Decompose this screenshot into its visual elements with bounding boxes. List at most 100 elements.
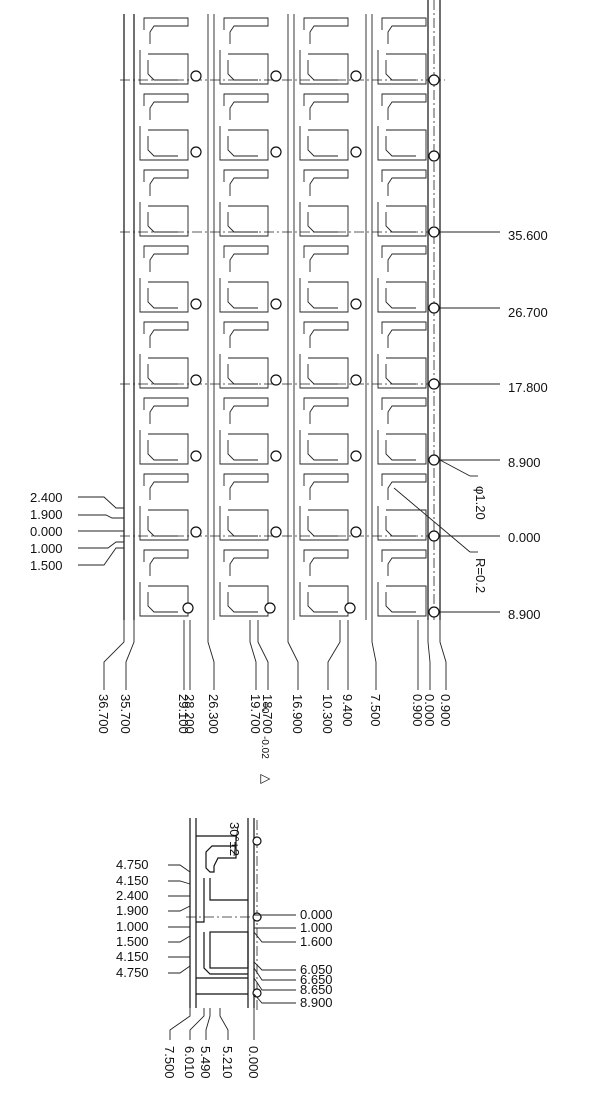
lead-hole	[270, 70, 282, 82]
detail-left-dim-5: 1.000	[116, 919, 149, 934]
lead-cell	[299, 397, 349, 465]
left-dim-5: 1.500	[30, 558, 63, 573]
detail-left-dim-6: 1.500	[116, 934, 149, 949]
pilot-hole	[428, 606, 440, 618]
detail-bottom-dim-label: 0.000	[246, 1046, 261, 1079]
right-dim-1: 35.600	[508, 228, 548, 243]
pilot-hole	[428, 454, 440, 466]
bottom-dim-label: 0.900	[438, 694, 453, 727]
left-dim-1: 2.400	[30, 490, 63, 505]
lead-cell	[139, 321, 189, 389]
bottom-dimension-leaders	[103, 620, 447, 690]
bottom-dim-label: 29.100	[176, 694, 191, 734]
left-dim-2: 1.900	[30, 507, 63, 522]
lead-cell	[219, 93, 269, 161]
lead-hole	[350, 374, 362, 386]
detail-hole-top	[252, 836, 262, 846]
detail-hole-bottom	[252, 988, 262, 998]
right-dim-2: 26.700	[508, 305, 548, 320]
detail-right-dim-6: 8.650	[300, 982, 333, 997]
lead-cell	[219, 245, 269, 313]
pilot-holes	[182, 70, 440, 618]
pilot-hole	[428, 74, 440, 86]
detail-right-dim-4: 6.050	[300, 962, 333, 977]
lead-hole	[350, 450, 362, 462]
detail-bottom-dim-label: 5.210	[220, 1046, 235, 1079]
radius-label: R=0.2	[473, 558, 488, 593]
right-dim-6: 8.900	[508, 607, 541, 622]
lead-cell	[299, 321, 349, 389]
upper-strip: 35.600 26.700 17.800 8.900 0.000 8.900 φ…	[30, 0, 548, 784]
bottom-dim-label: 0.900	[410, 694, 425, 727]
detail-right-dim-5: 6.650	[300, 972, 333, 987]
hole-diameter-label: φ1.20	[473, 486, 488, 520]
detail-left-dim-7: 4.150	[116, 949, 149, 964]
lower-detail: 30°±2 4.750 4.150 2.400 1.900 1.000 1.50…	[116, 818, 333, 1079]
lead-cell	[219, 169, 269, 237]
bottom-dim-label: 35.700	[118, 694, 133, 734]
lead-hole	[350, 146, 362, 158]
lead-cell	[377, 321, 427, 389]
lead-hole	[270, 374, 282, 386]
lead-cell	[219, 549, 269, 617]
lead-cell	[139, 397, 189, 465]
lead-hole	[350, 298, 362, 310]
detail-left-leaders	[168, 864, 191, 974]
lead-cell	[219, 473, 269, 541]
detail-left-dim-8: 4.750	[116, 965, 149, 980]
angle-label: 30°±2	[227, 822, 242, 856]
detail-left-dim-1: 4.750	[116, 857, 149, 872]
lead-cell	[299, 245, 349, 313]
bottom-dim-label: 26.300	[206, 694, 221, 734]
bottom-dim-label: 28.200	[182, 694, 197, 734]
lead-cell	[299, 549, 349, 617]
tolerance-minus: -0.02	[259, 736, 270, 759]
lead-cell	[219, 17, 269, 85]
lead-hole	[264, 602, 276, 614]
lead-cell	[377, 397, 427, 465]
lead-hole	[182, 602, 194, 614]
lead-cell	[377, 17, 427, 85]
pilot-hole	[428, 302, 440, 314]
detail-left-dim-2: 4.150	[116, 873, 149, 888]
lead-cell	[139, 473, 189, 541]
lead-cell	[139, 93, 189, 161]
lead-cell	[219, 397, 269, 465]
lead-cell	[139, 245, 189, 313]
left-dim-3: 0.000	[30, 524, 63, 539]
lead-hole	[350, 70, 362, 82]
lead-hole	[270, 526, 282, 538]
bottom-dim-label: 18.700	[260, 694, 275, 734]
lead-hole	[190, 374, 202, 386]
lead-cell	[139, 17, 189, 85]
lead-cell	[377, 169, 427, 237]
detail-bottom-dim-label: 7.500	[162, 1046, 177, 1079]
lead-cell	[139, 549, 189, 617]
detail-bottom-dim-label: 5.490	[198, 1046, 213, 1079]
triangle-mark: △	[259, 774, 274, 784]
lead-frame-cells	[139, 17, 427, 617]
lead-cell	[377, 549, 427, 617]
pilot-hole	[428, 226, 440, 238]
lead-hole	[190, 70, 202, 82]
lead-hole	[190, 146, 202, 158]
detail-bottom-leaders	[169, 1008, 255, 1040]
detail-left-dim-4: 1.900	[116, 903, 149, 918]
detail-right-leaders	[253, 914, 296, 1004]
lead-cell	[299, 93, 349, 161]
lead-hole	[190, 526, 202, 538]
lead-hole	[270, 450, 282, 462]
lead-cell	[299, 169, 349, 237]
lead-cell	[299, 473, 349, 541]
lead-cell	[299, 17, 349, 85]
left-dim-4: 1.000	[30, 541, 63, 556]
lead-cell	[377, 93, 427, 161]
lead-hole	[344, 602, 356, 614]
detail-right-dim-2: 1.000	[300, 920, 333, 935]
lead-hole	[270, 298, 282, 310]
lead-cell	[219, 321, 269, 389]
lead-hole	[270, 146, 282, 158]
